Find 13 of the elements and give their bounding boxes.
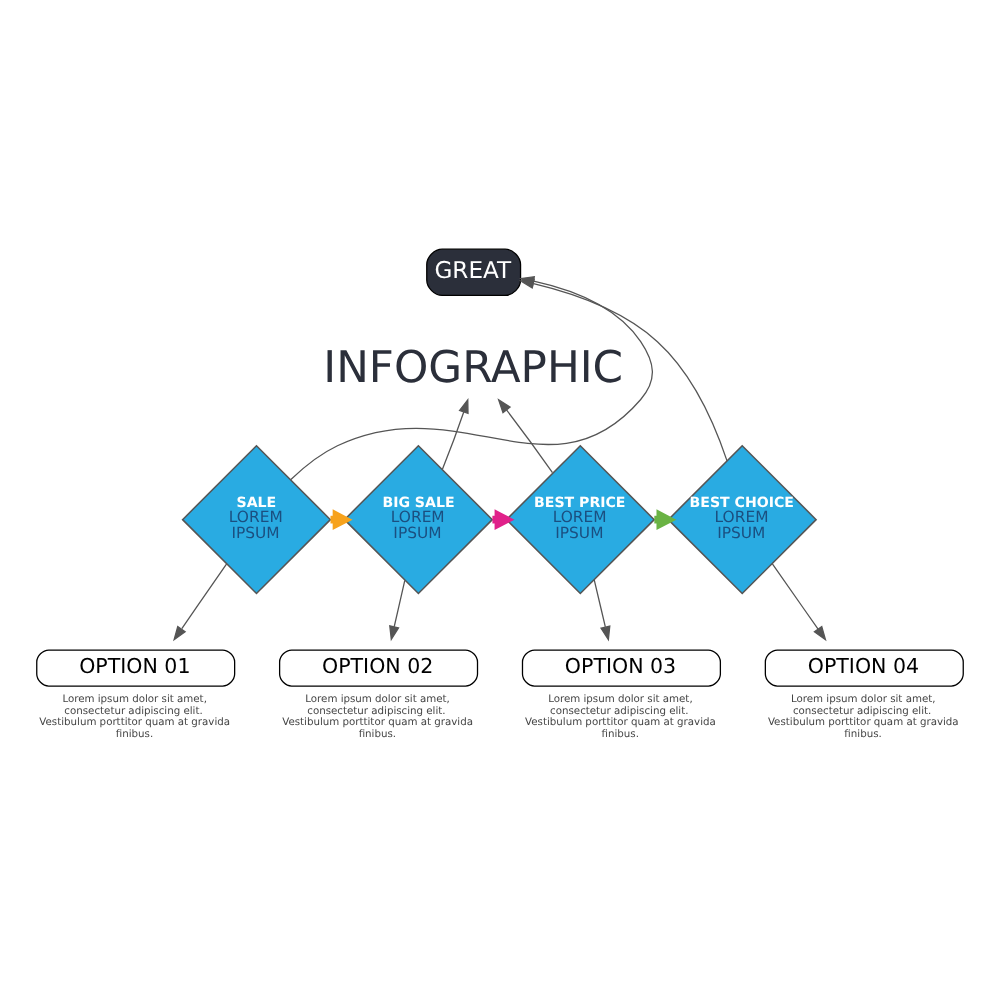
- node-box: OPTION 03: [521, 648, 722, 686]
- node-box: OPTION 04: [764, 648, 964, 686]
- arrow: [173, 562, 228, 641]
- arrow: [441, 396, 469, 469]
- arrow: [389, 578, 406, 641]
- arrow: [518, 277, 728, 461]
- node-box: OPTION 02: [278, 648, 479, 686]
- arrow: [497, 397, 554, 473]
- arrow: [771, 562, 827, 641]
- node-box: OPTION 01: [36, 648, 236, 686]
- arrow: [593, 578, 611, 641]
- node-text: INFOGRAPHIC: [323, 342, 624, 393]
- node-box: GREAT: [426, 247, 522, 296]
